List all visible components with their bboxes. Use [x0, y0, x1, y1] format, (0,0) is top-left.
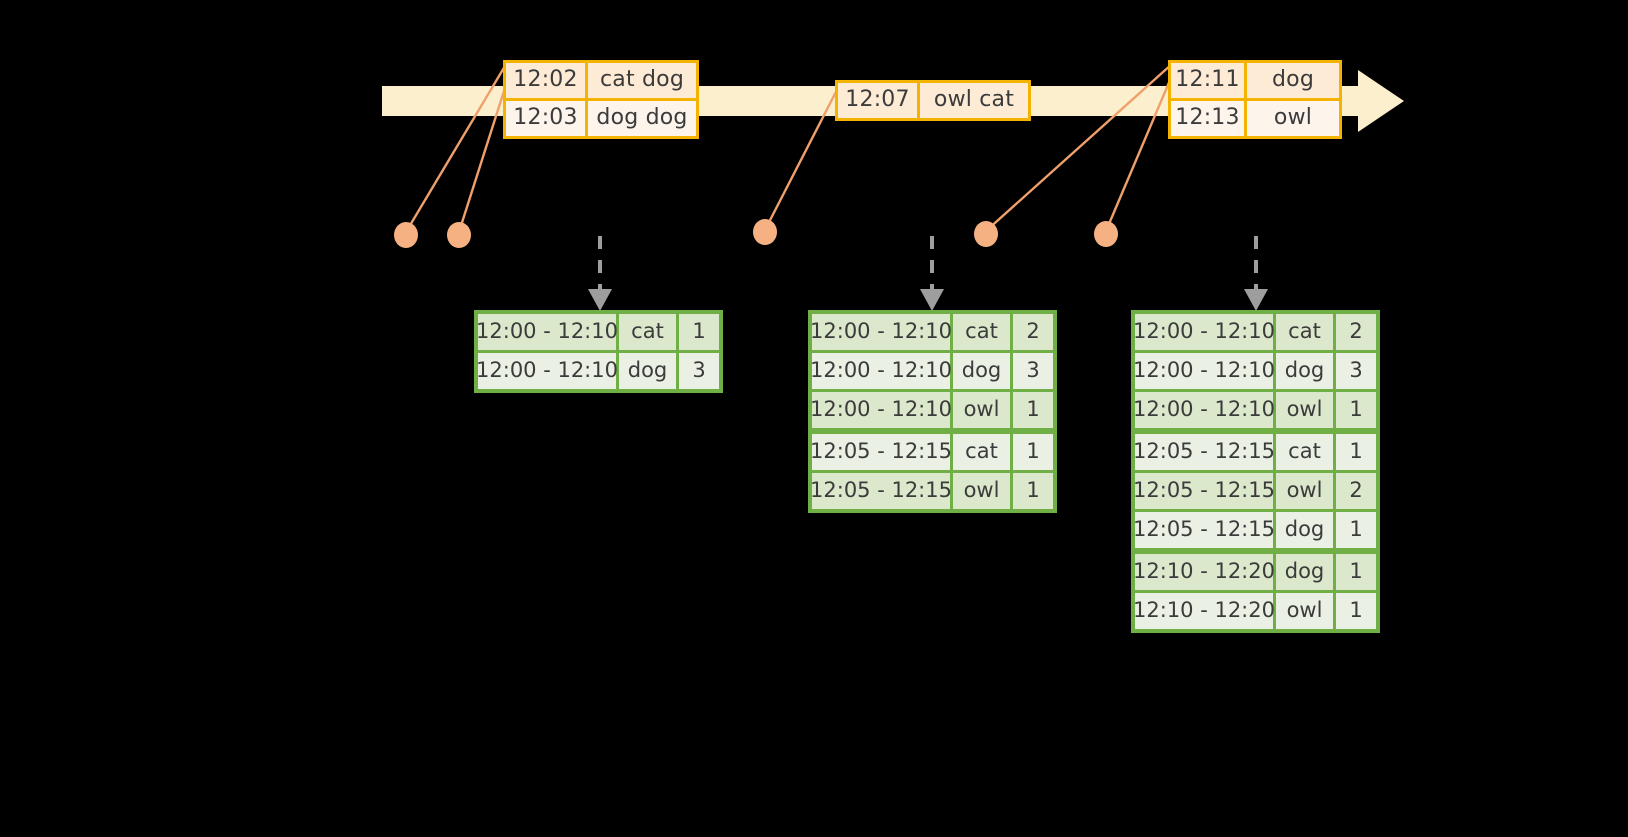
cell-word: cat — [619, 314, 679, 350]
event-box-group-1[interactable]: 12:02 cat dog 12:03 dog dog — [503, 60, 699, 139]
cell-count: 1 — [1336, 434, 1376, 470]
event-time: 12:11 — [1171, 63, 1247, 98]
cell-word: cat — [953, 434, 1013, 470]
event-row[interactable]: 12:07 owl cat — [838, 83, 1028, 118]
event-time: 12:13 — [1171, 101, 1247, 136]
cell-word: dog — [1276, 353, 1336, 389]
cell-count: 1 — [1013, 473, 1053, 509]
cell-window: 12:00 - 12:10 — [476, 353, 619, 389]
marker-12-02 — [394, 222, 418, 248]
event-box-group-3[interactable]: 12:11 dog 12:13 owl — [1168, 60, 1342, 139]
event-time: 12:02 — [506, 63, 588, 98]
cell-count: 1 — [1336, 554, 1376, 590]
cell-count: 3 — [1336, 353, 1376, 389]
cell-count: 1 — [679, 314, 719, 350]
cell-window: 12:00 - 12:10 — [810, 392, 953, 428]
cell-window: 12:00 - 12:10 — [1133, 353, 1276, 389]
marker-dots — [394, 219, 1118, 248]
cell-word: cat — [1276, 314, 1336, 350]
event-words: owl cat — [920, 83, 1028, 118]
event-row[interactable]: 12:13 owl — [1171, 98, 1339, 136]
event-row[interactable]: 12:11 dog — [1171, 63, 1339, 98]
cell-word: dog — [1276, 554, 1336, 590]
flow-arrows — [598, 236, 1258, 292]
cell-window: 12:05 - 12:15 — [810, 473, 953, 509]
event-box-group-2[interactable]: 12:07 owl cat — [835, 80, 1031, 121]
cell-word: owl — [953, 392, 1013, 428]
cell-window: 12:00 - 12:10 — [1133, 392, 1276, 428]
cell-window: 12:10 - 12:20 — [1133, 593, 1276, 629]
cell-count: 1 — [1336, 593, 1376, 629]
flow-arrowheads — [588, 289, 1268, 311]
marker-12-11 — [974, 221, 998, 247]
cell-window: 12:10 - 12:20 — [1133, 554, 1276, 590]
cell-window: 12:05 - 12:15 — [1133, 473, 1276, 509]
cell-word: owl — [953, 473, 1013, 509]
cell-count: 3 — [1013, 353, 1053, 389]
cell-count: 2 — [1336, 314, 1376, 350]
event-row[interactable]: 12:02 cat dog — [506, 63, 696, 98]
cell-count: 2 — [1013, 314, 1053, 350]
marker-12-07 — [753, 219, 777, 245]
event-time: 12:07 — [838, 83, 920, 118]
cell-count: 3 — [679, 353, 719, 389]
cell-count: 2 — [1336, 473, 1376, 509]
cell-word: cat — [953, 314, 1013, 350]
marker-12-03 — [447, 222, 471, 248]
cell-count: 1 — [1336, 512, 1376, 548]
cell-word: owl — [1276, 392, 1336, 428]
cell-window: 12:00 - 12:10 — [476, 314, 619, 350]
cell-window: 12:00 - 12:10 — [810, 353, 953, 389]
cell-count: 1 — [1013, 434, 1053, 470]
event-words: cat dog — [588, 63, 696, 98]
cell-count: 1 — [1013, 392, 1053, 428]
cell-word: dog — [1276, 512, 1336, 548]
event-time: 12:03 — [506, 101, 588, 136]
cell-word: owl — [1276, 473, 1336, 509]
cell-word: owl — [1276, 593, 1336, 629]
event-row[interactable]: 12:03 dog dog — [506, 98, 696, 136]
cell-window: 12:00 - 12:10 — [810, 314, 953, 350]
cell-count: 1 — [1336, 392, 1376, 428]
cell-window: 12:05 - 12:15 — [1133, 434, 1276, 470]
cell-word: cat — [1276, 434, 1336, 470]
cell-window: 12:05 - 12:15 — [810, 434, 953, 470]
cell-window: 12:00 - 12:10 — [1133, 314, 1276, 350]
cell-word: dog — [619, 353, 679, 389]
cell-window: 12:05 - 12:15 — [1133, 512, 1276, 548]
event-words: dog — [1247, 63, 1339, 98]
cell-word: dog — [953, 353, 1013, 389]
event-words: owl — [1247, 101, 1339, 136]
marker-12-13 — [1094, 221, 1118, 247]
event-words: dog dog — [588, 101, 696, 136]
